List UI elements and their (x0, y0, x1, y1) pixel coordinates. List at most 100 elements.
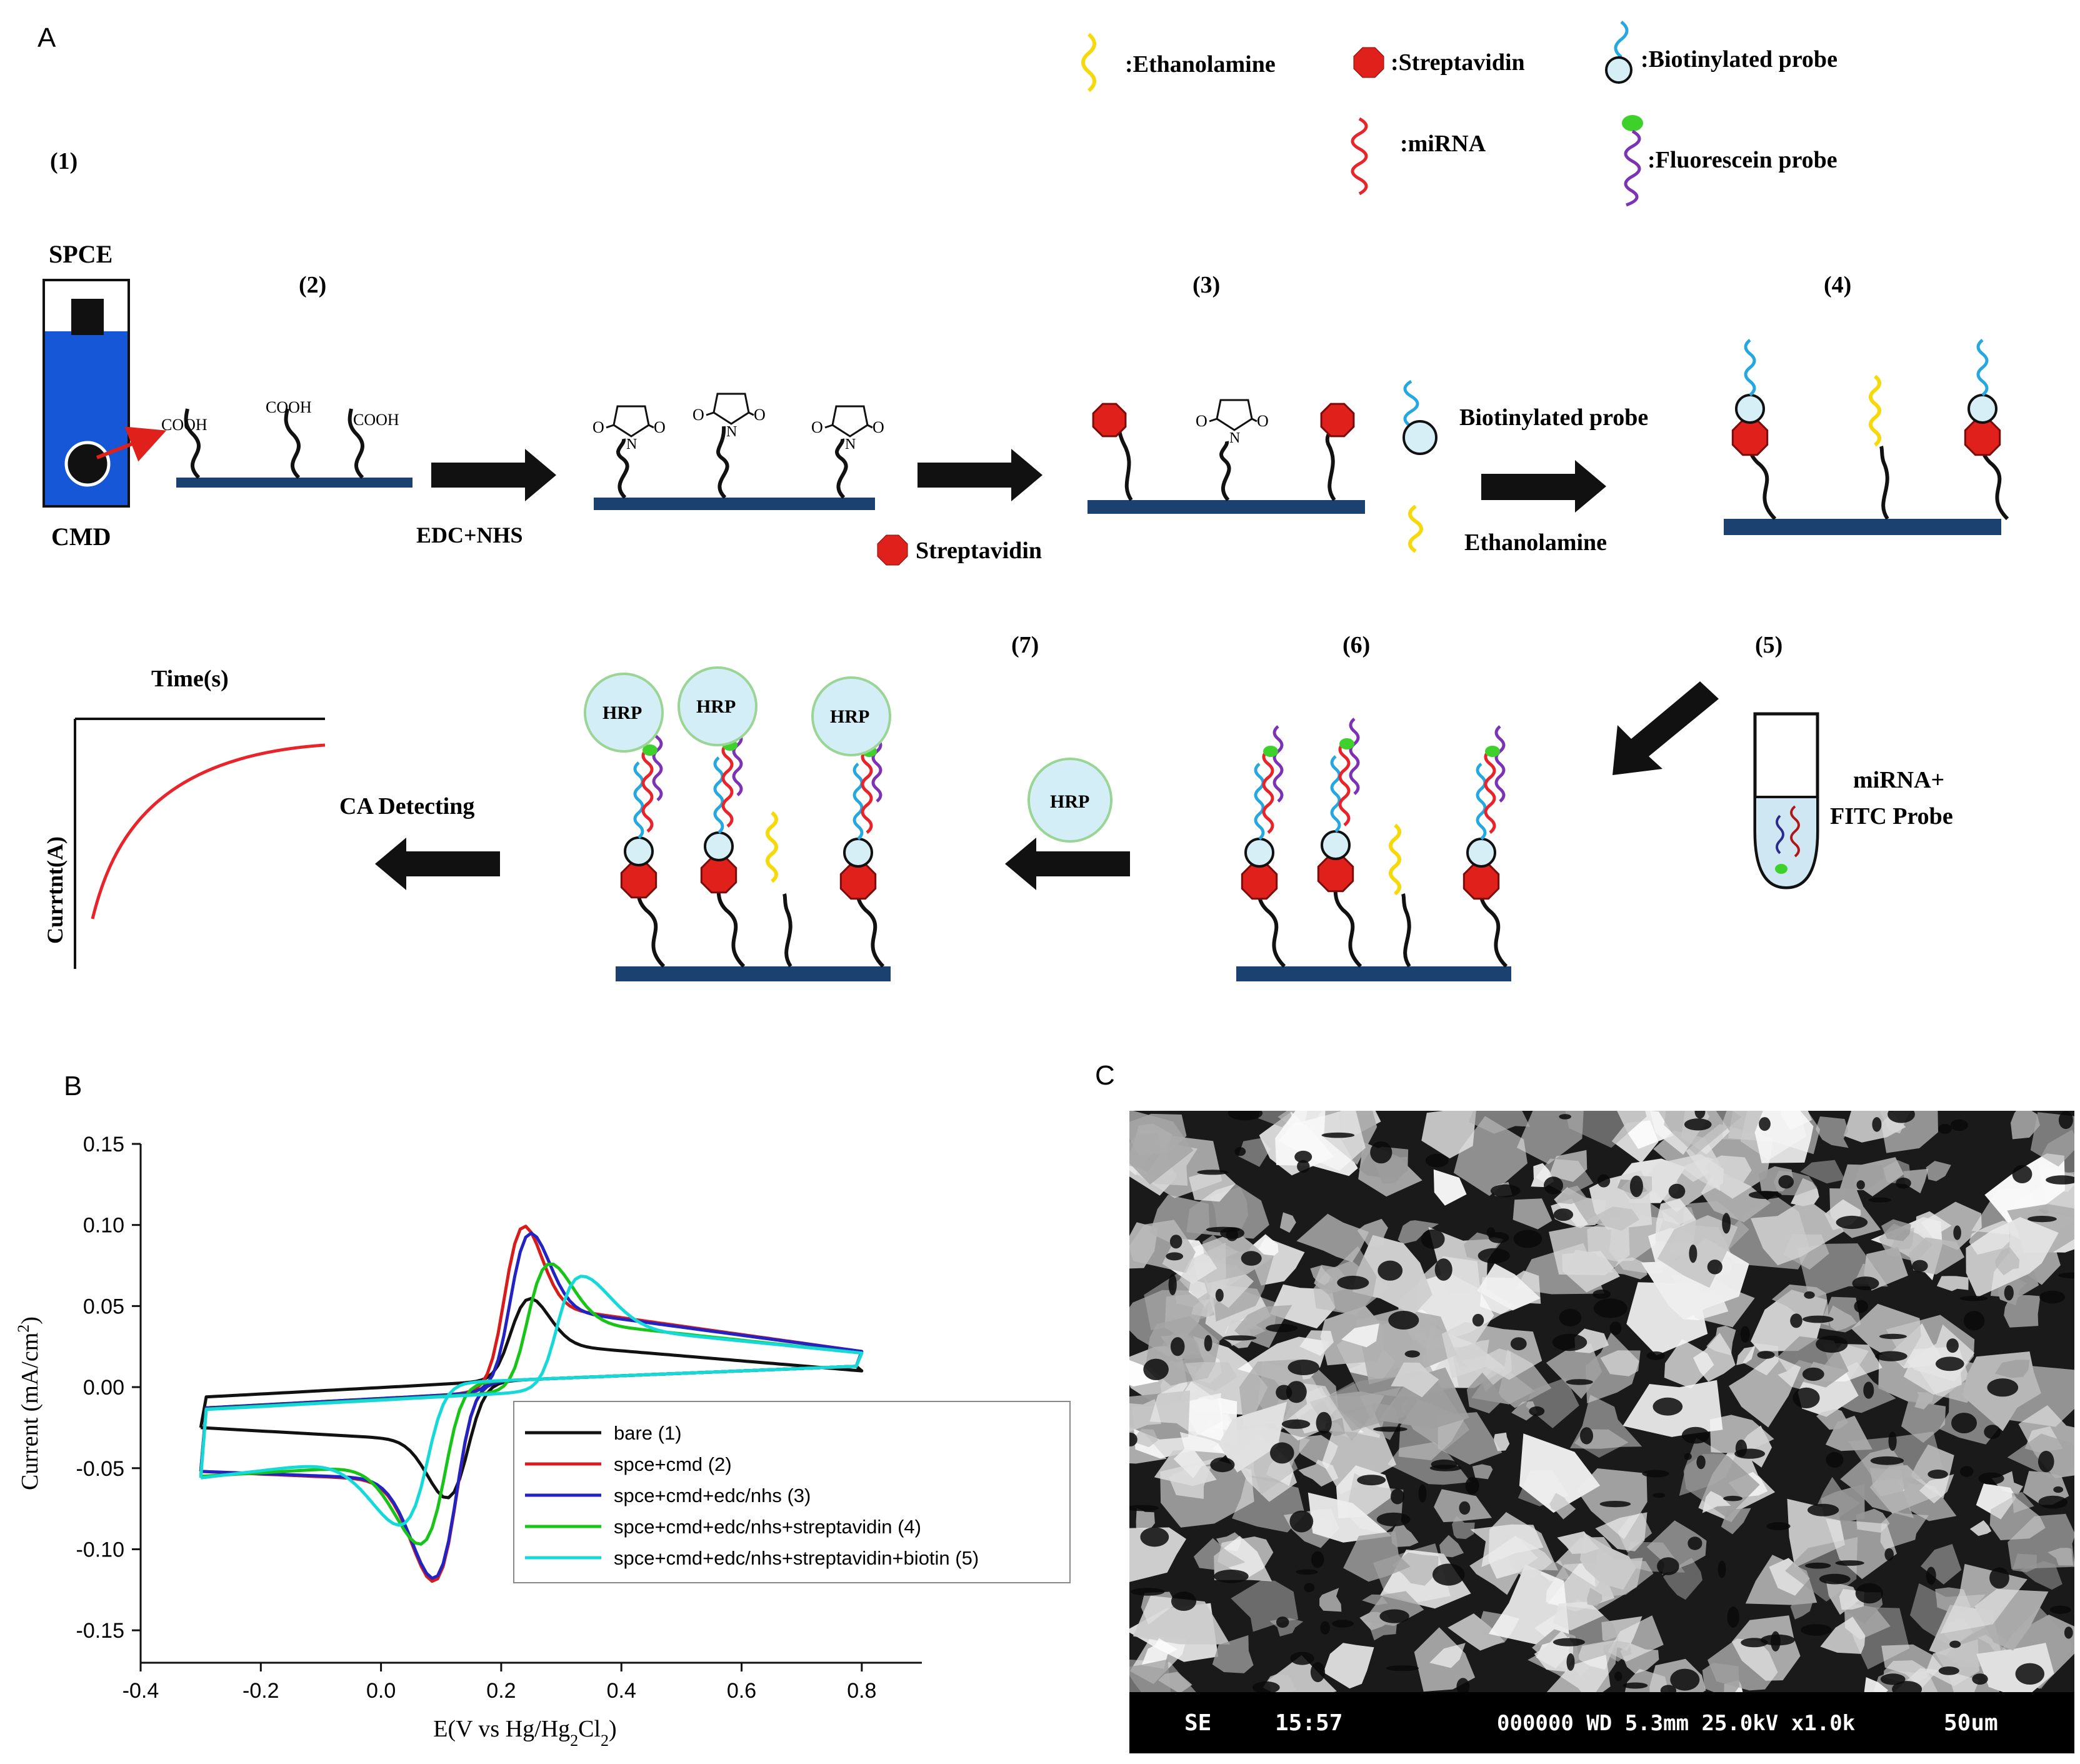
legend-ethanolamine: :Ethanolamine (1125, 51, 1276, 78)
x-tick-label: 0.8 (847, 1679, 876, 1703)
sem-pore (1880, 1673, 1906, 1685)
biotin-icon (1321, 830, 1351, 860)
sem-particle (1391, 1362, 1439, 1398)
sem-pore (2064, 1626, 2073, 1639)
step-6-label: (6) (1342, 632, 1370, 658)
tube-label-line2: FITC Probe (1830, 803, 1953, 829)
ca-curve (91, 743, 326, 920)
probe-strand (1744, 339, 1756, 396)
step-1-label: (1) (50, 148, 78, 174)
streptavidin-icon (700, 856, 738, 894)
sem-pore (1386, 1665, 1419, 1671)
y-tick-label: 0.10 (83, 1214, 124, 1238)
sem-scale: 50um (1944, 1710, 1998, 1736)
sem-pore (1629, 1175, 1643, 1198)
sem-pore (1972, 1673, 1988, 1685)
legend-a: :Ethanolamine :Streptavidin :Biotinylate… (1081, 21, 1838, 207)
sem-particle (1355, 1308, 1457, 1385)
legend-entry: spce+cmd (2) (614, 1453, 732, 1475)
streptavidin-icon (1317, 855, 1354, 893)
carbonyl-bond (824, 424, 833, 429)
sem-pore (1276, 1616, 1289, 1628)
biotin-icon (1466, 838, 1496, 868)
spce-electrode: SPCE CMD (42, 240, 167, 551)
sem-pore (1802, 1367, 1824, 1381)
sem-particle (1839, 1164, 1884, 1191)
hrp-label: HRP (830, 706, 869, 727)
spce-contact (71, 299, 104, 335)
sem-pore (1429, 1465, 1462, 1471)
sem-pore (2039, 1290, 2066, 1304)
cmd-chain (1879, 446, 1889, 520)
sem-pore (1228, 1111, 1263, 1121)
sem-pore (1938, 1124, 1952, 1134)
y-tick-label: -0.05 (76, 1457, 125, 1481)
sem-pore (1670, 1668, 1700, 1691)
fitc-dot-icon (1622, 115, 1643, 131)
sem-pore (1296, 1569, 1318, 1575)
sem-pore (1622, 1682, 1648, 1689)
sem-particle (1149, 1381, 1222, 1436)
streptavidin-reagent-label: Streptavidin (916, 538, 1042, 564)
tube-fitc-dot (1775, 864, 1788, 874)
y-tick-label: 0.15 (83, 1133, 124, 1156)
sem-pore (1465, 1476, 1479, 1495)
sem-particle (1398, 1220, 1439, 1245)
sem-pore (1370, 1141, 1392, 1164)
cmd-chain (616, 438, 629, 499)
sem-particle (1279, 1212, 1296, 1233)
sem-particle (1141, 1591, 1176, 1625)
sem-particle (1308, 1492, 1392, 1543)
carbonyl-bond (867, 424, 873, 429)
sem-particle (1131, 1429, 1158, 1448)
sem-pore (1681, 1426, 1710, 1444)
sem-pore (1963, 1311, 1985, 1331)
sem-particle (1587, 1587, 1602, 1606)
sem-pore (1421, 1229, 1445, 1249)
ethanolamine-reagent-label: Ethanolamine (1464, 529, 1607, 556)
sem-pore (1580, 1427, 1593, 1445)
streptavidin-icon (1462, 863, 1500, 900)
sem-particle (1553, 1601, 1604, 1631)
biotin-icon (1244, 838, 1274, 868)
sem-pore (1646, 1351, 1666, 1360)
sem-particle (1731, 1615, 1801, 1681)
sem-pore (1652, 1397, 1683, 1416)
sem-particle (1441, 1321, 1542, 1380)
sem-pore (1684, 1118, 1712, 1131)
legend-fluorescein-probe: :Fluorescein probe (1648, 147, 1838, 173)
sem-pore (1868, 1197, 1891, 1203)
ca-detecting-label: CA Detecting (339, 793, 474, 819)
sem-pore (1808, 1503, 1839, 1516)
sem-pore (1510, 1337, 1527, 1351)
x-tick-label: 0.2 (486, 1679, 516, 1703)
x-tick-label: -0.4 (122, 1679, 159, 1703)
x-tick-label: 0.4 (607, 1679, 636, 1703)
substrate-streptavidin (1088, 500, 1365, 514)
arrow-step-6-7 (1005, 838, 1130, 890)
sem-particle (1429, 1643, 1466, 1668)
cmd-label: CMD (51, 523, 111, 551)
sem-pore (2038, 1450, 2054, 1473)
arrow-step-2-3 (431, 449, 556, 501)
streptavidin-icon (1731, 419, 1769, 456)
sem-pore (1888, 1431, 1897, 1451)
sem-pore (2053, 1486, 2064, 1493)
sem-particle (1881, 1219, 1911, 1241)
sem-pore (1884, 1548, 1894, 1561)
sem-pore (1169, 1235, 1182, 1249)
sem-particle (1736, 1346, 1756, 1365)
legend-entry: spce+cmd+edc/nhs+streptavidin+biotin (5) (614, 1547, 979, 1569)
sem-particle (1512, 1198, 1552, 1230)
sem-pore (1826, 1451, 1844, 1468)
sem-particle (1921, 1544, 1962, 1585)
sem-particle (1477, 1263, 1541, 1311)
substrate-nhs (594, 498, 875, 510)
sem-pore (1206, 1226, 1240, 1233)
sem-particle (1179, 1242, 1226, 1307)
sem-pore (1855, 1583, 1883, 1604)
spce-label: SPCE (49, 240, 112, 268)
sem-pore (2004, 1285, 2014, 1301)
nhs-ring (712, 393, 750, 425)
